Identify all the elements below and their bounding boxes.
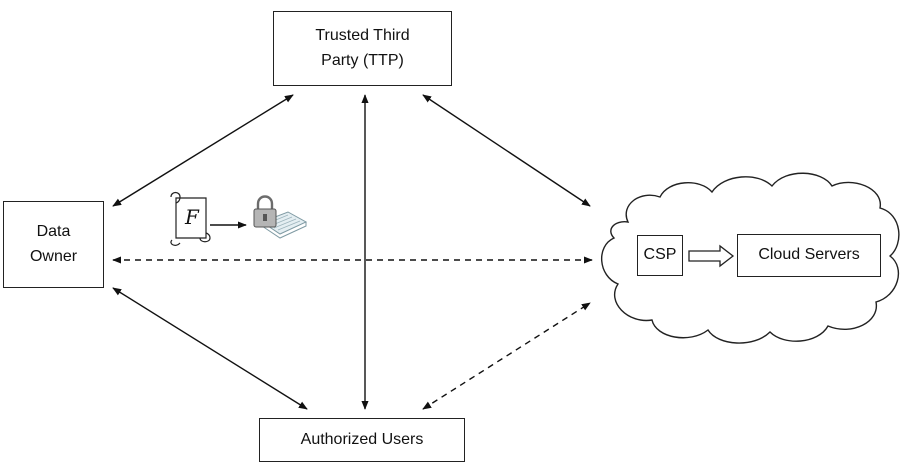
csp-label: CSP bbox=[643, 246, 677, 264]
dashed-arrow-users-cloud bbox=[422, 302, 591, 410]
file-symbol-letter: F bbox=[185, 205, 199, 229]
ttp-label-line2: Party (TTP) bbox=[321, 51, 404, 69]
data-owner-label: Data Owner bbox=[30, 220, 77, 270]
arrow-owner-ttp bbox=[112, 94, 294, 207]
ttp-node: Trusted Third Party (TTP) bbox=[273, 11, 452, 86]
ttp-label: Trusted Third Party (TTP) bbox=[315, 24, 409, 74]
data-owner-node: Data Owner bbox=[3, 201, 104, 288]
data-owner-label-line1: Data bbox=[36, 222, 71, 240]
authorized-users-node: Authorized Users bbox=[259, 418, 465, 462]
ttp-label-line1: Trusted Third bbox=[315, 26, 410, 44]
scroll-document-icon bbox=[170, 191, 211, 246]
authorized-users-label: Authorized Users bbox=[300, 430, 424, 448]
cloud-servers-node: Cloud Servers bbox=[737, 234, 881, 277]
csp-node: CSP bbox=[637, 235, 683, 276]
data-owner-label-line2: Owner bbox=[29, 247, 78, 265]
padlock-encrypted-file-icon bbox=[253, 195, 308, 239]
cloud-servers-label: Cloud Servers bbox=[758, 246, 860, 264]
arrow-owner-users bbox=[112, 287, 308, 410]
csp-to-servers-arrow bbox=[688, 244, 735, 268]
arrow-ttp-cloud bbox=[422, 94, 591, 207]
